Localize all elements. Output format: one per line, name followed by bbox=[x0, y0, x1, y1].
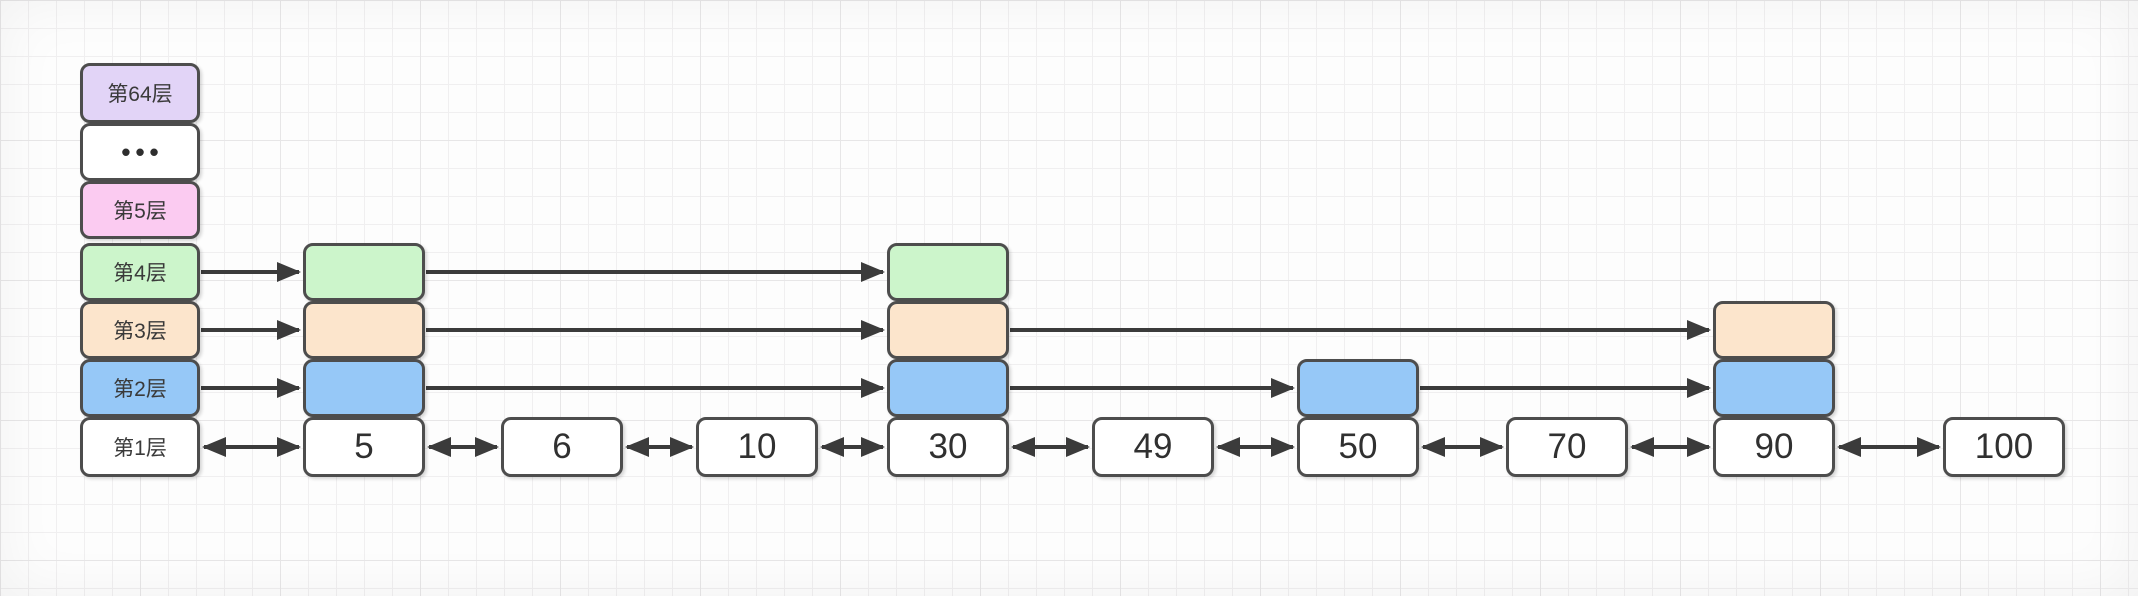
node-5-level2-cell bbox=[303, 359, 425, 417]
node-5-level4-cell bbox=[303, 243, 425, 301]
node-50: 50 bbox=[1297, 417, 1419, 477]
node-90-level2-cell bbox=[1713, 359, 1835, 417]
level-label-3: 第3层 bbox=[80, 301, 200, 359]
node-100: 100 bbox=[1943, 417, 2065, 477]
node-30: 30 bbox=[887, 417, 1009, 477]
node-5-level3-cell bbox=[303, 301, 425, 359]
node-30-level4-cell bbox=[887, 243, 1009, 301]
level-label-ellipsis: ••• bbox=[80, 123, 200, 181]
level-label-64: 第64层 bbox=[80, 63, 200, 123]
node-90-level3-cell bbox=[1713, 301, 1835, 359]
node-6: 6 bbox=[501, 417, 623, 477]
level-label-2: 第2层 bbox=[80, 359, 200, 417]
node-50-level2-cell bbox=[1297, 359, 1419, 417]
level-label-4: 第4层 bbox=[80, 243, 200, 301]
node-5: 5 bbox=[303, 417, 425, 477]
node-30-level3-cell bbox=[887, 301, 1009, 359]
node-70: 70 bbox=[1506, 417, 1628, 477]
node-30-level2-cell bbox=[887, 359, 1009, 417]
node-49: 49 bbox=[1092, 417, 1214, 477]
level-label-1: 第1层 bbox=[80, 417, 200, 477]
node-90: 90 bbox=[1713, 417, 1835, 477]
level-label-5: 第5层 bbox=[80, 181, 200, 239]
node-10: 10 bbox=[696, 417, 818, 477]
